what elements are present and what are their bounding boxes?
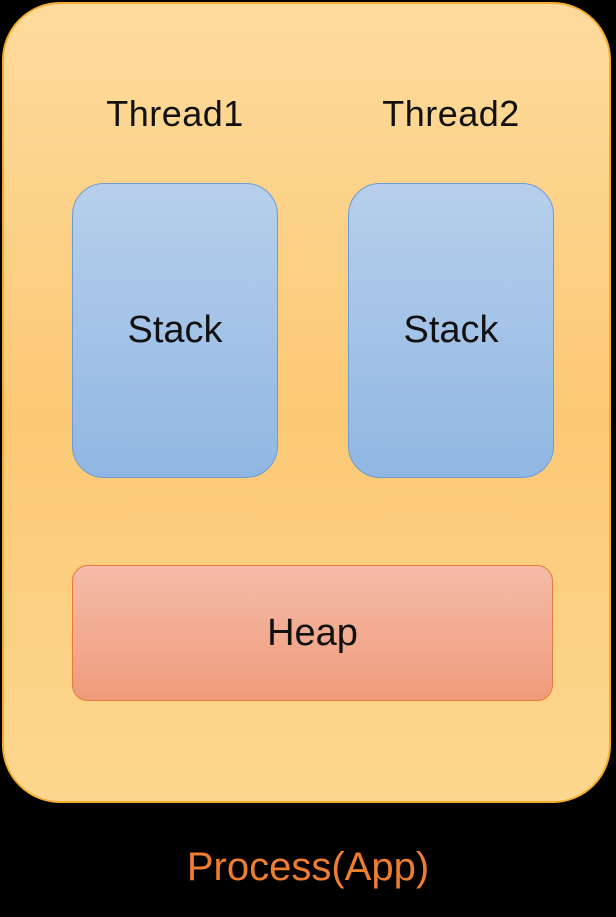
thread1-label: Thread1 <box>106 93 244 134</box>
thread2-stack-box: Stack <box>348 183 554 478</box>
heap-label: Heap <box>267 611 358 654</box>
thread1-stack-label: Stack <box>127 309 223 351</box>
thread2-label: Thread2 <box>382 93 520 134</box>
thread2-stack-label: Stack <box>403 309 499 351</box>
process-caption: Process(App) <box>186 845 430 889</box>
thread1-stack-box: Stack <box>72 183 278 478</box>
heap-box: Heap <box>72 565 553 701</box>
process-container: Thread1 Thread2 Stack Stack Heap <box>2 2 611 803</box>
